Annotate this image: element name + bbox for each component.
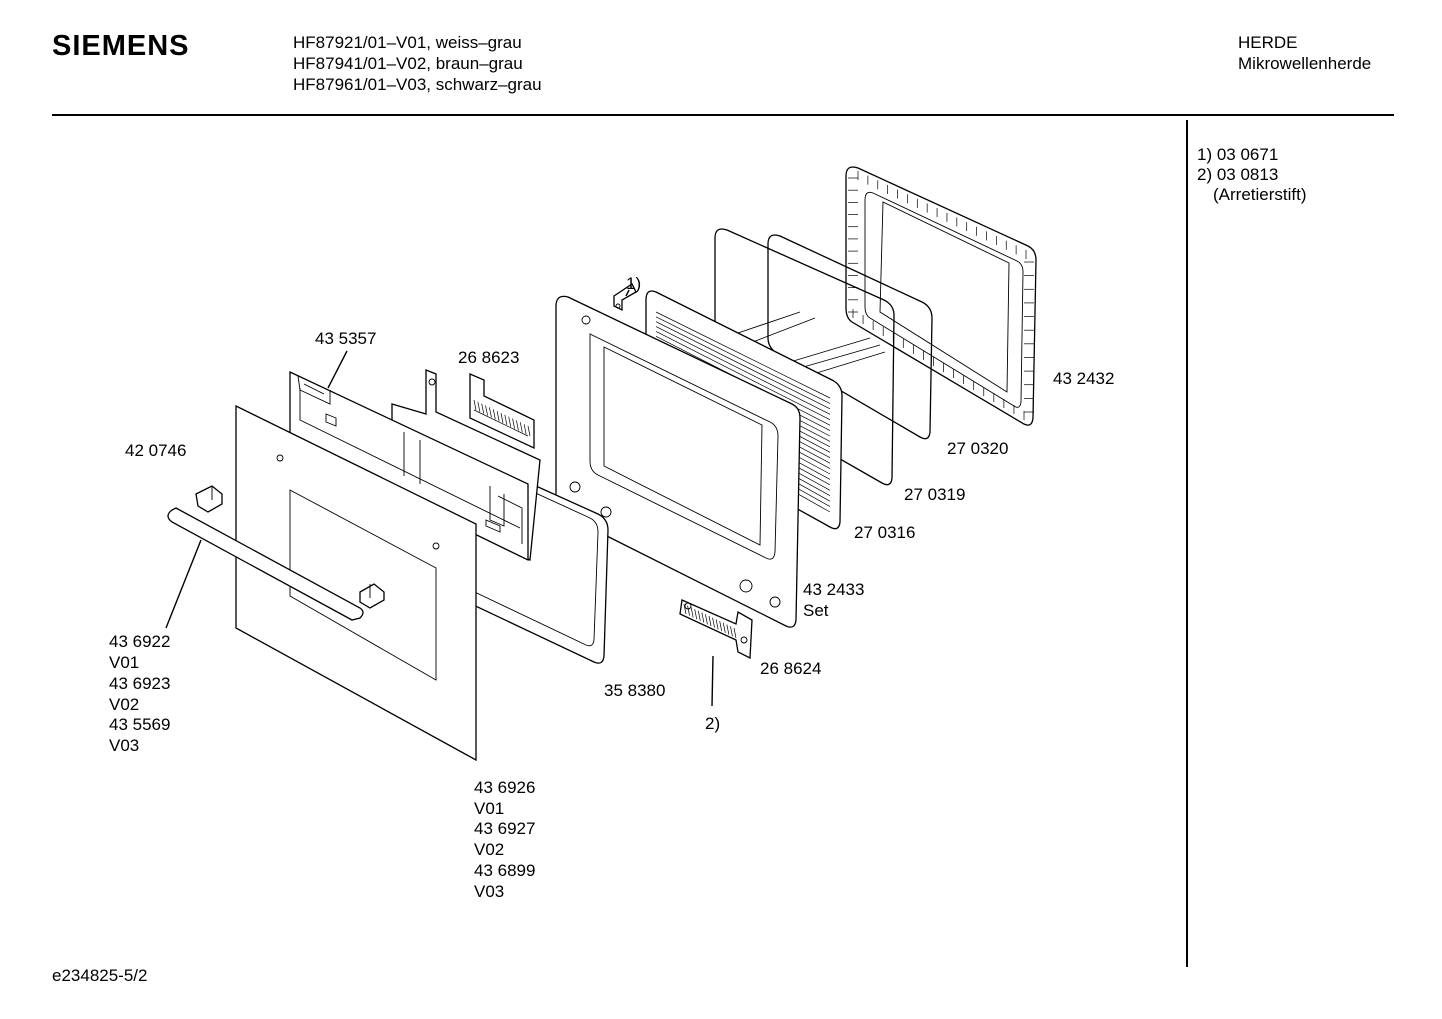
label-268623: 26 8623 <box>458 348 519 367</box>
exploded-view-diagram: 43 5357 26 8623 1) 42 0746 43 2432 27 03… <box>109 166 1114 901</box>
footnote-2-detail: (Arretierstift) <box>1213 185 1307 204</box>
header-divider <box>52 114 1394 116</box>
label-435357: 43 5357 <box>315 329 376 348</box>
footnote-2: 2) 03 0813 <box>1197 165 1279 184</box>
label-270319: 27 0319 <box>904 485 965 504</box>
label-handle-3: 43 6923 <box>109 674 170 693</box>
category: HERDE Mikrowellenherde <box>1238 32 1371 74</box>
label-ref1: 1) <box>626 274 641 293</box>
category-line: Mikrowellenherde <box>1238 54 1372 73</box>
label-door-5: 43 6899 <box>474 861 535 880</box>
label-door-4: V02 <box>474 840 504 859</box>
label-268624: 26 8624 <box>760 659 821 678</box>
label-432433: 43 2433 <box>803 580 864 599</box>
model-line: HF87961/01–V03, schwarz–grau <box>293 75 542 94</box>
label-358380: 35 8380 <box>604 681 665 700</box>
label-handle-5: 43 5569 <box>109 715 170 734</box>
glass-pane-270320 <box>767 234 933 440</box>
label-432432: 43 2432 <box>1053 369 1114 388</box>
label-door-1: 43 6926 <box>474 778 535 797</box>
category-line: HERDE <box>1238 33 1298 52</box>
notes-divider <box>1186 120 1188 967</box>
gasket-teeth <box>848 171 1034 420</box>
label-ref2: 2) <box>705 714 720 733</box>
label-handle-6: V03 <box>109 736 139 755</box>
middle-frame-432433 <box>555 295 801 628</box>
label-set: Set <box>803 601 829 620</box>
model-list: HF87921/01–V01, weiss–grau HF87941/01–V0… <box>293 32 542 95</box>
label-handle-4: V02 <box>109 695 139 714</box>
glass-pane-270319 <box>714 228 895 486</box>
door-handle <box>167 485 385 621</box>
label-270320: 27 0320 <box>947 439 1008 458</box>
footnotes: 1) 03 0671 2) 03 0813 (Arretierstift) <box>1197 145 1307 205</box>
label-handle-1: 43 6922 <box>109 632 170 651</box>
inner-frame-435357 <box>289 370 529 562</box>
label-door-3: 43 6927 <box>474 819 535 838</box>
brand-logo: SIEMENS <box>52 30 190 62</box>
clip-part-ref1 <box>613 283 637 312</box>
back-gasket-frame <box>845 166 1037 426</box>
drawing-code: e234825-5/2 <box>52 966 148 985</box>
model-line: HF87941/01–V02, braun–grau <box>293 54 523 73</box>
label-door-2: V01 <box>474 799 504 818</box>
label-door-6: V03 <box>474 882 504 901</box>
footnote-1: 1) 03 0671 <box>1197 145 1279 164</box>
label-420746: 42 0746 <box>125 441 186 460</box>
label-handle-2: V01 <box>109 653 139 672</box>
label-270316: 27 0316 <box>854 523 915 542</box>
hinge-268624 <box>679 599 753 660</box>
model-line: HF87921/01–V01, weiss–grau <box>293 33 522 52</box>
